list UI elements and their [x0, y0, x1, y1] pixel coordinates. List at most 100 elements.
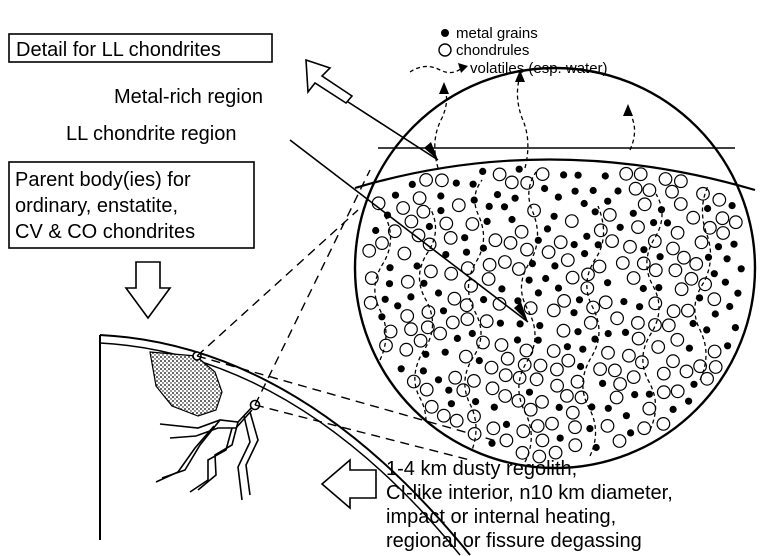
chondrule [569, 439, 582, 452]
chondrule [716, 212, 729, 225]
parent-body-line-3: CV & CO chondrites [15, 221, 195, 243]
chondrule [517, 425, 530, 438]
chondrule [643, 402, 656, 415]
metal-grain [646, 391, 653, 398]
chondrule [499, 369, 512, 382]
chondrule [569, 421, 582, 434]
metal-grain [711, 270, 718, 277]
metal-grain [599, 380, 606, 387]
metal-grain [722, 279, 729, 286]
legend-chondrule-label: chondrules [456, 42, 529, 59]
chondrule [468, 410, 481, 423]
metal-grain [630, 210, 637, 217]
metal-grain [685, 398, 692, 405]
chondrule [398, 247, 411, 260]
chondrule [495, 339, 508, 352]
chondrule [483, 259, 496, 272]
chondrule [617, 257, 630, 270]
metal-grain [556, 404, 563, 411]
chondrule [704, 222, 717, 235]
metal-grain [551, 213, 558, 220]
metal-grain [386, 280, 393, 287]
chondrule [627, 272, 640, 285]
metal-grain [734, 290, 741, 297]
chondrule [440, 217, 453, 230]
metal-grain [576, 296, 583, 303]
chondrule [486, 382, 499, 395]
chondrule [623, 349, 636, 362]
metal-grain [544, 225, 551, 232]
metal-grain [703, 326, 710, 333]
chondrule [671, 227, 684, 240]
metal-grain [730, 241, 737, 248]
metal-grain [461, 234, 468, 241]
chondrule [717, 227, 730, 240]
chondrule [594, 363, 607, 376]
metal-grain [605, 330, 612, 337]
chondrule [380, 339, 393, 352]
chondrule [405, 323, 418, 336]
chondrule [506, 176, 519, 189]
metal-grain [655, 284, 662, 291]
chondrule [659, 173, 672, 186]
metal-grain [470, 181, 477, 188]
metal-grain [724, 342, 731, 349]
metal-grain [498, 285, 505, 292]
metal-grain [715, 243, 722, 250]
chondrule [531, 420, 544, 433]
chondrule [566, 215, 579, 228]
chondrule [460, 299, 473, 312]
metal-grain [724, 255, 731, 262]
metal-grain [407, 293, 414, 300]
chondrule [604, 209, 617, 222]
metal-grain [420, 367, 427, 374]
chondrule [699, 278, 712, 291]
metal-grain [583, 233, 590, 240]
chondrule [599, 296, 612, 309]
chondrule [675, 198, 688, 211]
chondrule [551, 363, 564, 376]
chondrule [363, 245, 376, 258]
metal-grain [392, 192, 399, 199]
metal-grain [535, 289, 542, 296]
chondrule [468, 375, 481, 388]
chondrule [461, 313, 474, 326]
chondrule [422, 306, 435, 319]
legend-chondrule-symbol [439, 44, 451, 56]
metal-grain [605, 405, 612, 412]
chondrule [610, 391, 623, 404]
metal-grain [620, 298, 627, 305]
chondrule [530, 373, 543, 386]
chondrule [448, 292, 461, 305]
metal-grain [636, 303, 643, 310]
chondrule [629, 182, 642, 195]
chondrule [485, 361, 498, 374]
metal-grain [575, 172, 582, 179]
chondrule [499, 390, 512, 403]
metal-grain [564, 343, 571, 350]
chondrule [466, 218, 479, 231]
chondrule [667, 355, 680, 368]
chondrule [521, 177, 534, 190]
chondrule [634, 168, 647, 181]
chondrule [709, 361, 722, 374]
metal-grain [386, 264, 393, 271]
metal-grain [420, 280, 427, 287]
metal-grain [488, 440, 495, 447]
metal-grain [463, 249, 470, 256]
metal-grain [571, 241, 578, 248]
metal-grain [426, 223, 433, 230]
metal-grain [555, 285, 562, 292]
chondrule [666, 185, 679, 198]
chondrule [649, 319, 662, 332]
metal-grain [535, 337, 542, 344]
metal-grain [480, 296, 487, 303]
chondrule [489, 234, 502, 247]
chondrule [636, 356, 649, 369]
metal-grain [572, 188, 579, 195]
metal-grain [472, 398, 479, 405]
chondrule [632, 317, 645, 330]
ll-region-label: LL chondrite region [66, 123, 237, 145]
chondrule [499, 256, 512, 269]
chondrule [595, 224, 608, 237]
